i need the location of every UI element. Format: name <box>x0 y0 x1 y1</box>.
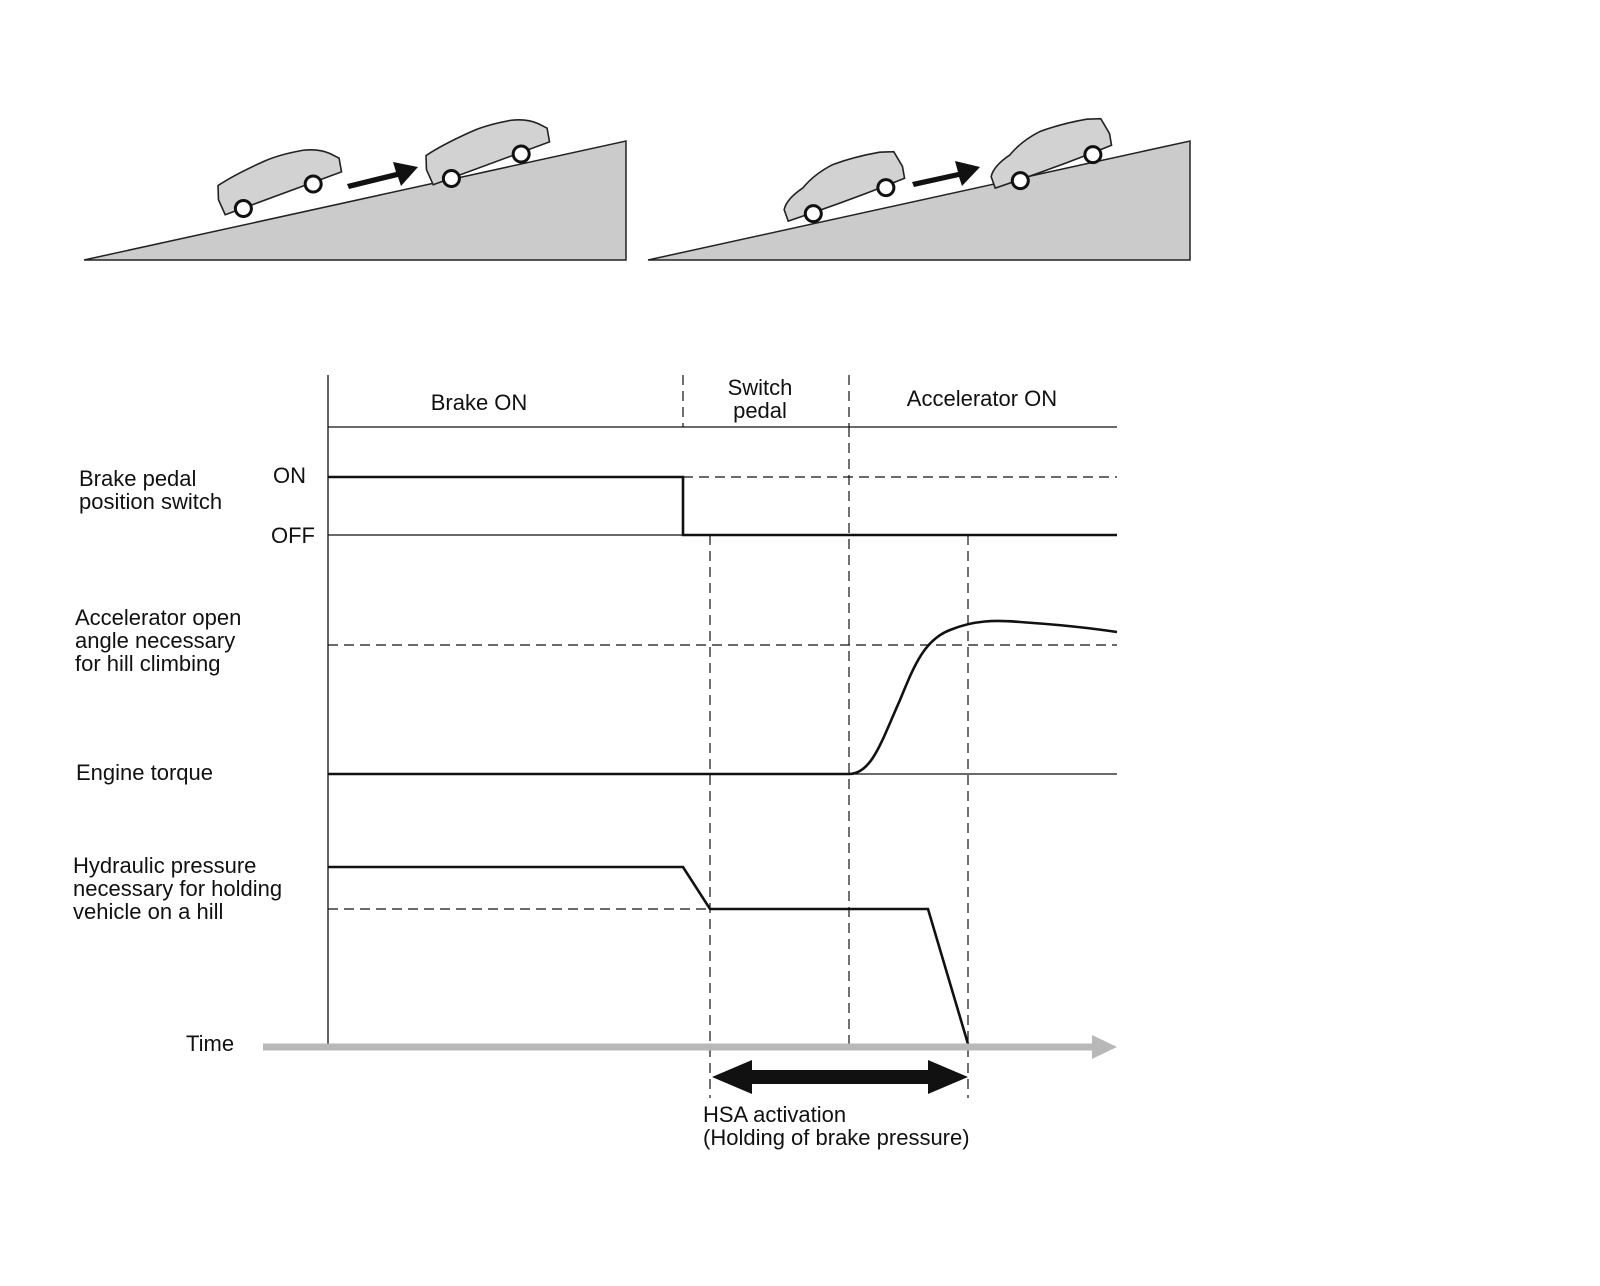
brake-switch-on-label: ON <box>273 463 306 488</box>
hydraulic-pressure-trace <box>328 865 970 1045</box>
signal-label-accel-angle: Accelerator open <box>75 605 241 630</box>
signal-label-accel-angle-3: for hill climbing <box>75 651 221 676</box>
signal-label-brake-switch-2: position switch <box>79 489 222 514</box>
signal-label-hydraulic: Hydraulic pressure <box>73 853 256 878</box>
double-arrow-icon <box>712 1060 968 1094</box>
phase-label-accelerator-on: Accelerator ON <box>907 386 1057 411</box>
signal-label-hydraulic-3: vehicle on a hill <box>73 899 223 924</box>
scene-right <box>647 114 1191 261</box>
phase-label-switch-pedal: Switch <box>728 375 793 400</box>
brake-switch-off-label: OFF <box>271 523 315 548</box>
phase-label-brake-on: Brake ON <box>431 390 528 415</box>
hsa-activation-label-2: (Holding of brake pressure) <box>703 1125 970 1150</box>
hill-slope-left <box>83 140 627 261</box>
scene-left <box>83 112 627 261</box>
signal-label-brake-switch: Brake pedal <box>79 466 196 491</box>
signal-label-hydraulic-2: necessary for holding <box>73 876 282 901</box>
brake-switch-trace <box>328 475 1117 537</box>
time-axis-arrowhead <box>1092 1035 1117 1059</box>
phase-label-switch-pedal-2: pedal <box>733 398 787 423</box>
signal-label-engine-torque: Engine torque <box>76 760 213 785</box>
arrow-right-icon <box>912 161 980 187</box>
arrow-right-icon <box>347 162 418 189</box>
time-axis-label: Time <box>186 1031 234 1056</box>
hsa-activation-label: HSA activation <box>703 1102 846 1127</box>
timing-chart: Brake ON Switch pedal Accelerator ON Bra… <box>73 375 1118 1150</box>
engine-torque-trace <box>328 619 1118 776</box>
signal-label-accel-angle-2: angle necessary <box>75 628 235 653</box>
hill-slope-right <box>647 140 1191 261</box>
